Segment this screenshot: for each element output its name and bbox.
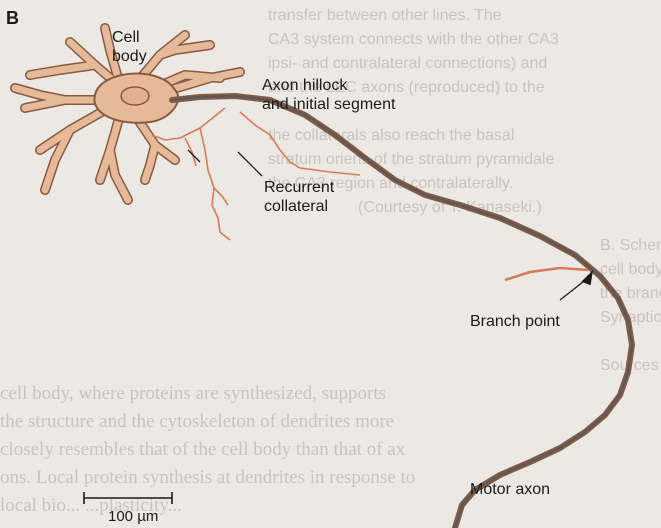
leader-lines [188,150,592,300]
recurrent-collateral-label-line2: collateral [264,197,334,216]
cell-body-label-line2: body [112,47,147,66]
axon-hillock-label-line2: and initial segment [262,95,395,114]
cell-body-label: Cell body [112,28,147,66]
recurrent-collateral-label-line1: Recurrent [264,178,334,197]
scale-bar-label: 100 µm [108,507,158,526]
panel-letter: B [6,8,19,29]
axon-branch [505,268,588,280]
recurrent-collateral-label: Recurrent collateral [264,178,334,216]
axon-hillock-label: Axon hillock and initial segment [262,76,395,114]
axon-hillock-label-line1: Axon hillock [262,76,395,95]
nucleus [121,87,149,105]
branch-point-label: Branch point [470,312,560,331]
motor-axon-core [172,96,632,528]
cell-body-label-line1: Cell [112,28,147,47]
motor-axon-label: Motor axon [470,480,550,499]
scale-bar [84,492,172,504]
motor-axon [172,96,632,528]
